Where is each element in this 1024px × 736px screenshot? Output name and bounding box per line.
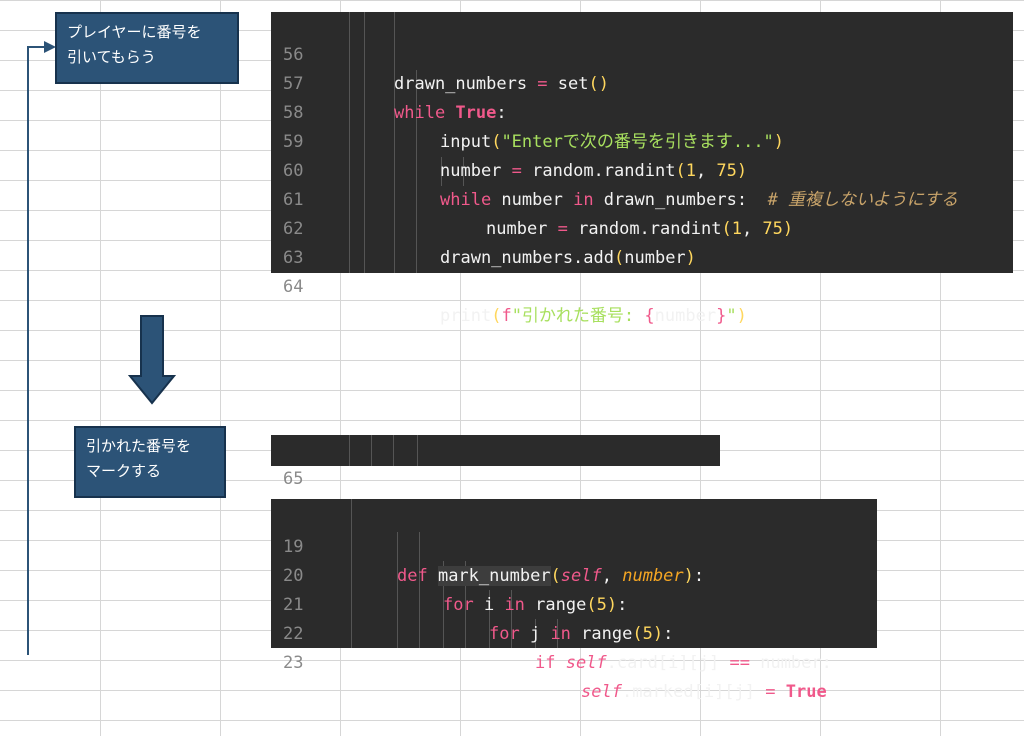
code-line: 23 self.marked[i][j] = True (271, 620, 877, 702)
code-line: 56 drawn_numbers = set() (271, 12, 1013, 94)
flow-box-draw-number: プレイヤーに番号を 引いてもらう (55, 12, 239, 84)
code-text: for j in range(5): (489, 624, 674, 644)
arrow-head-icon (44, 41, 56, 53)
down-arrow-icon (127, 315, 177, 405)
flow-box-text: 引いてもらう (67, 48, 156, 66)
code-block-mark-method: 19 def mark_number(self, number): 20 for… (271, 499, 877, 702)
code-block-mark-call: 65 card.mark_number(number) (271, 435, 720, 518)
code-text: while number in drawn_numbers: # 重複しないよう… (440, 190, 958, 210)
code-line: 22 if self.card[i][j] == number: (271, 591, 877, 673)
code-text: number = random.randint(1, 75) (486, 219, 794, 239)
flow-box-text: マークする (86, 462, 162, 480)
code-block-main-loop: 56 drawn_numbers = set() 57 while True: … (271, 12, 1013, 326)
code-line: 58 input("Enterで次の番号を引きます...") (271, 70, 1013, 152)
flow-box-mark-number: 引かれた番号を マークする (74, 426, 226, 498)
code-text: print(f"引かれた番号: {number}") (440, 306, 747, 326)
code-text: while True: (394, 103, 507, 123)
code-line: 59 number = random.randint(1, 75) (271, 99, 1013, 181)
flow-box-text: プレイヤーに番号を (67, 23, 202, 41)
code-text: input("Enterで次の番号を引きます...") (440, 132, 785, 152)
code-line: 63 (283, 248, 304, 268)
code-line: 21 for j in range(5): (271, 562, 877, 644)
code-line: 64 print(f"引かれた番号: {number}") (271, 244, 1013, 326)
code-line: 65 card.mark_number(number) (271, 436, 720, 518)
code-text: drawn_numbers = set() (394, 74, 609, 94)
code-text: def mark_number(self, number): (397, 566, 705, 586)
code-text: if self.card[i][j] == number: (535, 653, 832, 673)
code-line: 57 while True: (271, 41, 1013, 123)
code-text: drawn_numbers.add(number) (440, 248, 696, 268)
code-line: 60 while number in drawn_numbers: # 重複しな… (271, 128, 1013, 210)
code-text: self.marked[i][j] = True (581, 682, 827, 702)
code-line: 20 for i in range(5): (271, 533, 877, 615)
code-line: 61 number = random.randint(1, 75) (271, 157, 1013, 239)
code-text: for i in range(5): (443, 595, 628, 615)
code-line: 62 drawn_numbers.add(number) (271, 186, 1013, 268)
code-text: number = random.randint(1, 75) (440, 161, 748, 181)
flow-box-text: 引かれた番号を (86, 437, 192, 455)
code-line: 19 def mark_number(self, number): (271, 504, 877, 586)
